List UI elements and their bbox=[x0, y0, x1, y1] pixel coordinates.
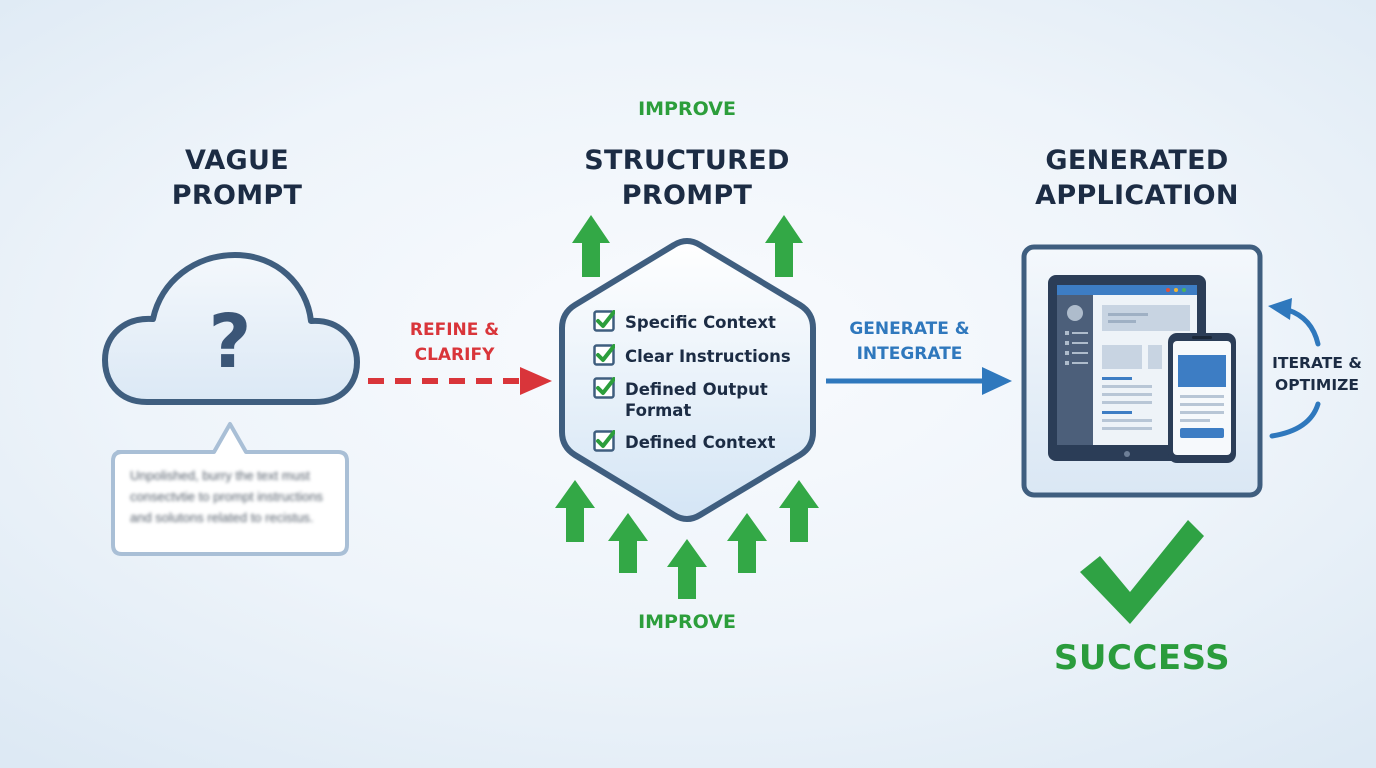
phone-icon bbox=[1168, 333, 1236, 463]
iterate-optimize-label: ITERATE & OPTIMIZE bbox=[1272, 354, 1362, 394]
generate-integrate-label: GENERATE & INTEGRATE bbox=[849, 319, 970, 364]
dashed-arrow-right-icon bbox=[368, 367, 552, 395]
up-arrow-icon bbox=[779, 480, 819, 542]
up-arrow-icon bbox=[608, 513, 648, 573]
checklist-item: Specific Context bbox=[593, 310, 776, 333]
improve-arrows bbox=[555, 215, 819, 599]
checklist-item: Defined Context bbox=[593, 430, 776, 453]
checkbox-checked-icon bbox=[593, 430, 615, 452]
checklist-item-label: Specific Context bbox=[625, 313, 776, 332]
prompt-checklist: Specific Context Clear Instructions Defi… bbox=[593, 310, 793, 462]
improve-top-label: IMPROVE bbox=[638, 98, 736, 120]
arrow-right-icon bbox=[826, 367, 1012, 395]
success-checkmark-icon bbox=[1080, 520, 1204, 624]
up-arrow-icon bbox=[572, 215, 610, 277]
app-devices-illustration bbox=[1021, 244, 1263, 498]
vague-prompt-title: VAGUE PROMPT bbox=[171, 145, 303, 211]
generated-application-title: GENERATED APPLICATION bbox=[1035, 145, 1239, 211]
cloud-question-icon: ? bbox=[102, 252, 360, 405]
structured-prompt-hexagon bbox=[559, 238, 816, 522]
checklist-item-label: Clear Instructions bbox=[625, 347, 791, 366]
checkbox-checked-icon bbox=[593, 344, 615, 366]
checkbox-checked-icon bbox=[593, 310, 615, 332]
up-arrow-icon bbox=[555, 480, 595, 542]
speech-bubble bbox=[111, 422, 349, 556]
checklist-item: Defined Output Format bbox=[593, 377, 768, 421]
iterate-cycle-icon bbox=[1268, 298, 1321, 439]
question-mark-glyph: ? bbox=[209, 299, 252, 385]
up-arrow-icon bbox=[667, 539, 707, 599]
success-label: SUCCESS bbox=[1053, 638, 1231, 678]
checklist-item-label: Defined Output Format bbox=[625, 380, 768, 420]
up-arrow-icon bbox=[765, 215, 803, 277]
checklist-item: Clear Instructions bbox=[593, 344, 791, 367]
improve-bottom-label: IMPROVE bbox=[638, 611, 736, 633]
checkbox-checked-icon bbox=[593, 377, 615, 399]
checklist-item-label: Defined Context bbox=[625, 433, 776, 452]
up-arrow-icon bbox=[727, 513, 767, 573]
refine-clarify-label: REFINE & CLARIFY bbox=[409, 320, 500, 365]
structured-prompt-title: STRUCTURED PROMPT bbox=[584, 145, 790, 211]
vague-prompt-note: Unpolished, burry the text must consectv… bbox=[130, 468, 323, 525]
